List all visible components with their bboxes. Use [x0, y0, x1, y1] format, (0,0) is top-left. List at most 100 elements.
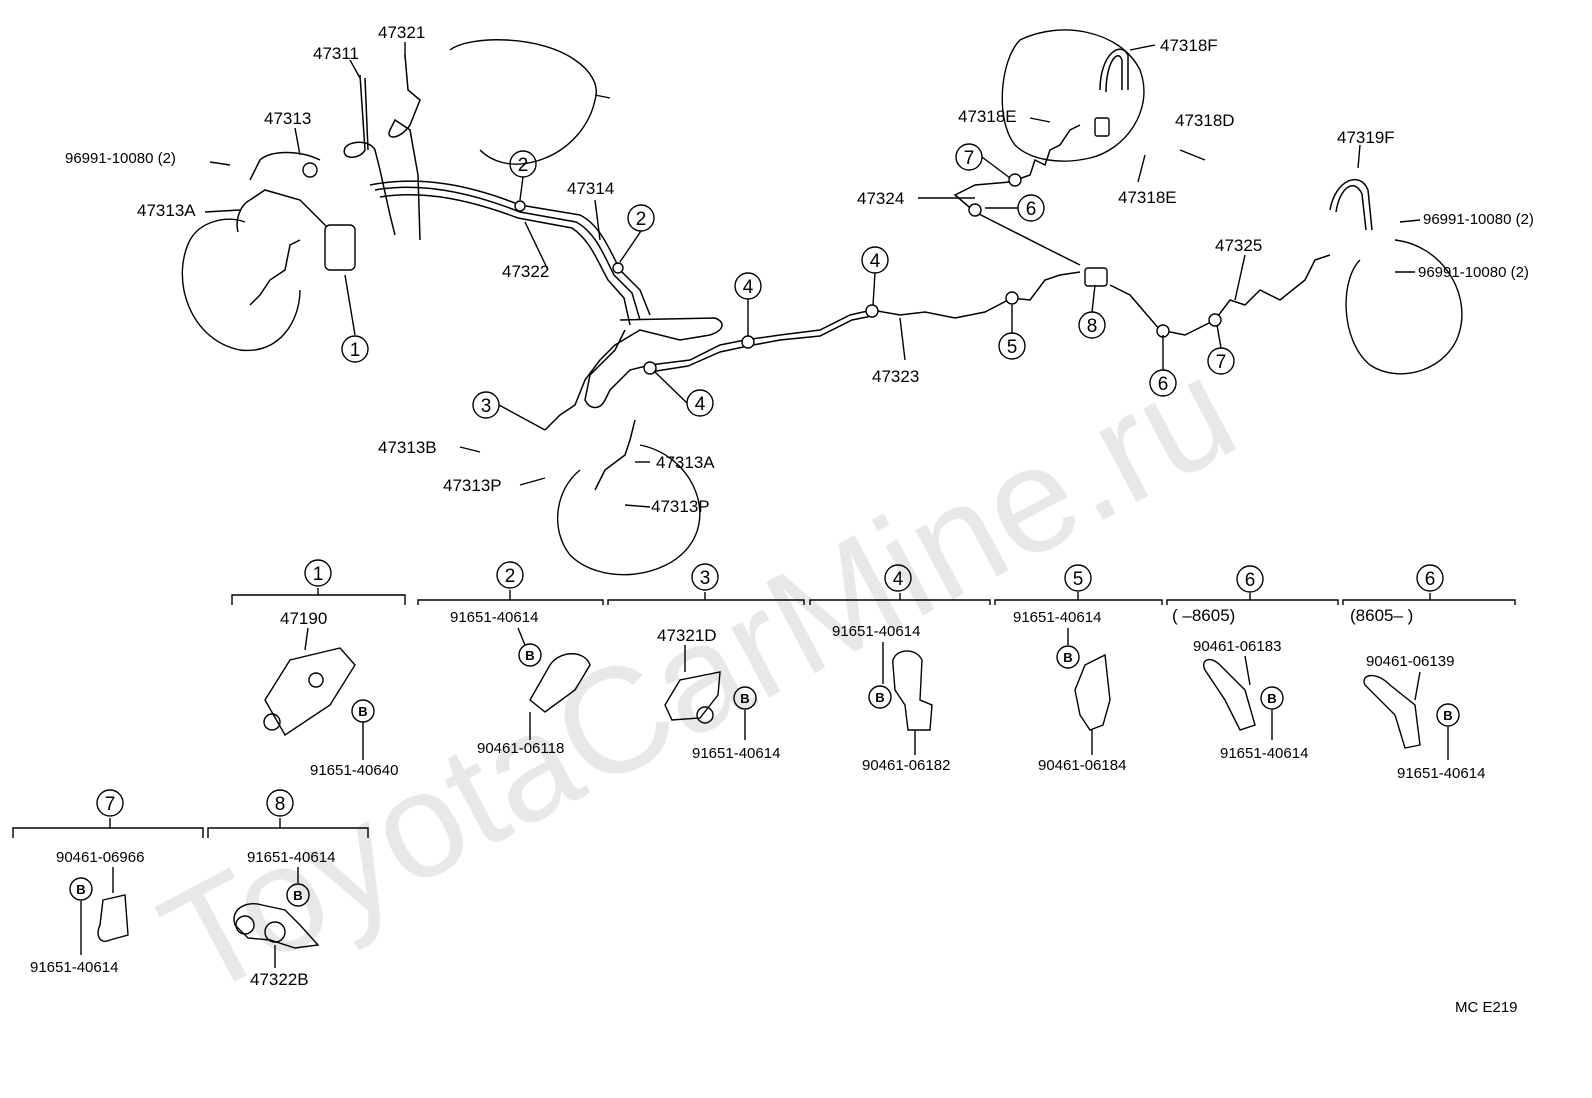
svg-text:5: 5 [1073, 569, 1084, 590]
label-47324: 47324 [857, 189, 904, 208]
label-47322: 47322 [502, 262, 549, 281]
callout-4a: 4 [734, 272, 762, 300]
svg-text:B: B [875, 690, 884, 705]
callout-3: 3 [472, 391, 500, 419]
label-96991-right-1: 96991-10080 (2) [1423, 211, 1534, 228]
callout-2b: 2 [627, 204, 655, 232]
callout-6a: 6 [1017, 194, 1045, 222]
detail-7-part: 90461-06966 [56, 849, 144, 866]
pipe-joints [302, 117, 1222, 375]
detail-2-bolt: 91651-40614 [450, 609, 538, 626]
callouts: 1 2 2 3 4 4 4 5 6 6 7 7 8 [341, 143, 1235, 431]
label-47313A-left: 47313A [137, 201, 196, 220]
svg-text:6: 6 [1245, 570, 1256, 591]
label-47313P-left: 47313P [443, 476, 502, 495]
label-47313: 47313 [264, 109, 311, 128]
detail-6a-part: 90461-06183 [1193, 638, 1281, 655]
label-96991-right-2: 96991-10080 (2) [1418, 264, 1529, 281]
brake-pipes [236, 48, 1373, 491]
detail-2: 2 91651-40614 B 90461-06118 [450, 561, 591, 757]
label-47313A-right: 47313A [656, 453, 715, 472]
label-47313B: 47313B [378, 438, 437, 457]
detail-4-bolt: 91651-40614 [832, 623, 920, 640]
label-47323: 47323 [872, 367, 919, 386]
svg-text:B: B [76, 882, 85, 897]
detail-3-part: 47321D [657, 626, 717, 645]
detail-1-part: 47190 [280, 609, 327, 628]
detail-7-bolt: 91651-40614 [30, 959, 118, 976]
svg-text:B: B [1063, 650, 1072, 665]
front-left-drum [181, 218, 301, 352]
svg-text:3: 3 [700, 568, 711, 589]
svg-text:4: 4 [695, 394, 706, 415]
svg-text:4: 4 [743, 277, 754, 298]
svg-text:2: 2 [518, 155, 529, 176]
svg-text:1: 1 [313, 564, 324, 585]
detail-1-bolt: 91651-40640 [310, 762, 398, 779]
diagram-code: MC E219 [1455, 999, 1518, 1016]
svg-text:4: 4 [893, 569, 904, 590]
label-47318E-bottom: 47318E [1118, 188, 1177, 207]
detail-1: 1 47190 B 91651-40640 [263, 559, 398, 779]
label-96991-left: 96991-10080 (2) [65, 150, 176, 167]
svg-text:B: B [1443, 708, 1452, 723]
label-47313P-right: 47313P [651, 497, 710, 516]
detail-3-bolt: 91651-40614 [692, 745, 780, 762]
svg-text:B: B [1267, 691, 1276, 706]
detail-6b-part: 90461-06139 [1366, 653, 1454, 670]
callout-4c: 4 [686, 389, 714, 417]
svg-text:3: 3 [481, 396, 492, 417]
detail-6b-range: (8605– ) [1350, 606, 1413, 625]
svg-text:8: 8 [275, 794, 286, 815]
rear-left-drum [557, 444, 701, 576]
detail-4-part: 90461-06182 [862, 757, 950, 774]
detail-7: 7 90461-06966 B 91651-40614 [30, 789, 144, 976]
master-cylinder-booster [449, 39, 611, 165]
svg-text:8: 8 [1087, 316, 1098, 337]
svg-text:6: 6 [1425, 569, 1436, 590]
callout-7a: 7 [955, 143, 983, 171]
label-47318F: 47318F [1160, 36, 1218, 55]
label-47325: 47325 [1215, 236, 1262, 255]
detail-6a-bolt: 91651-40614 [1220, 745, 1308, 762]
detail-row-1: 1 47190 B 91651-40640 2 91651-40614 B 90… [231, 559, 1516, 782]
detail-3: 3 47321D B 91651-40614 [657, 563, 780, 762]
callout-7b: 7 [1207, 347, 1235, 375]
detail-6b: 6 (8605– ) 90461-06139 B 91651-40614 [1350, 564, 1485, 782]
right-front-drum [1001, 29, 1145, 162]
svg-text:5: 5 [1007, 337, 1018, 358]
leader-lines [204, 42, 1421, 508]
part-labels: 47311 47321 47313 96991-10080 (2) 47313A… [65, 23, 1534, 516]
label-47319F: 47319F [1337, 128, 1395, 147]
label-47318E-top: 47318E [958, 107, 1017, 126]
label-47321: 47321 [378, 23, 425, 42]
detail-4: 4 91651-40614 B 90461-06182 [832, 564, 950, 774]
svg-text:6: 6 [1158, 374, 1169, 395]
detail-8: 8 91651-40614 B 47322B [233, 789, 335, 989]
detail-6a-range: ( –8605) [1172, 606, 1235, 625]
label-47311: 47311 [313, 44, 359, 63]
detail-5: 5 91651-40614 B 90461-06184 [1013, 564, 1126, 774]
svg-text:B: B [358, 704, 367, 719]
callout-5: 5 [998, 332, 1026, 360]
detail-5-part: 90461-06184 [1038, 757, 1126, 774]
svg-text:7: 7 [105, 794, 116, 815]
detail-2-part: 90461-06118 [477, 740, 564, 757]
svg-text:B: B [525, 648, 534, 663]
svg-text:2: 2 [636, 209, 647, 230]
svg-text:2: 2 [505, 566, 516, 587]
detail-6b-bolt: 91651-40614 [1397, 765, 1485, 782]
svg-text:7: 7 [964, 148, 975, 169]
callout-1: 1 [341, 335, 369, 363]
label-47318D: 47318D [1175, 111, 1235, 130]
detail-6a: 6 ( –8605) 90461-06183 B 91651-40614 [1172, 565, 1308, 762]
detail-row-2: 7 90461-06966 B 91651-40614 8 91651-4061… [12, 789, 369, 989]
callout-4b: 4 [861, 246, 889, 274]
svg-text:6: 6 [1026, 199, 1037, 220]
callout-8: 8 [1078, 311, 1106, 339]
right-rear-drum [1345, 239, 1463, 375]
svg-text:1: 1 [350, 340, 361, 361]
detail-8-part: 47322B [250, 970, 309, 989]
svg-text:B: B [740, 691, 749, 706]
